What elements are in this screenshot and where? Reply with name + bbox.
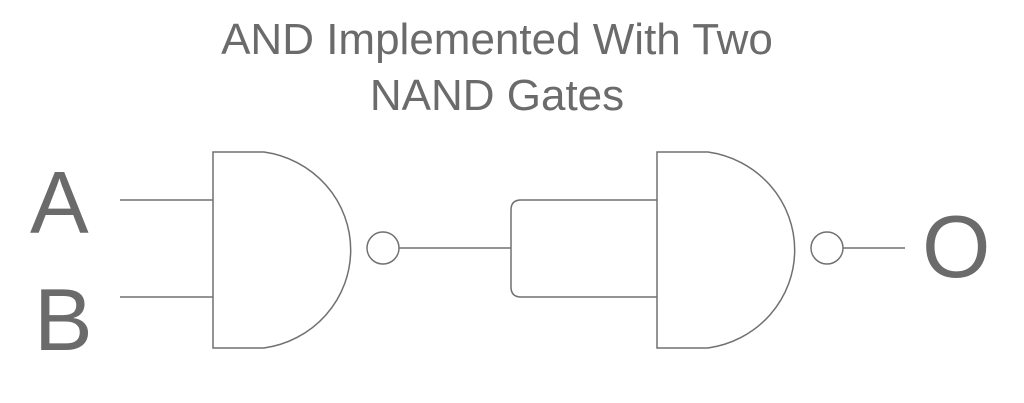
wire-gate2-input-top	[510, 199, 657, 248]
input-label-b: B	[34, 270, 93, 369]
title-line-1: AND Implemented With Two	[221, 15, 773, 64]
wire-gate2-input-bottom	[510, 248, 657, 298]
nand-gate-2	[656, 151, 844, 349]
output-label-o: O	[922, 197, 990, 296]
nand-gate-1-inverter-bubble	[366, 231, 400, 265]
nand-gate-1	[212, 151, 400, 349]
title-line-2: NAND Gates	[369, 71, 625, 120]
diagram-title: AND Implemented With Two NAND Gates	[0, 12, 994, 124]
nand-gate-2-body	[656, 151, 796, 349]
nand-gate-1-body	[212, 151, 352, 349]
nand-gate-2-inverter-bubble	[810, 231, 844, 265]
input-label-a: A	[30, 153, 89, 252]
